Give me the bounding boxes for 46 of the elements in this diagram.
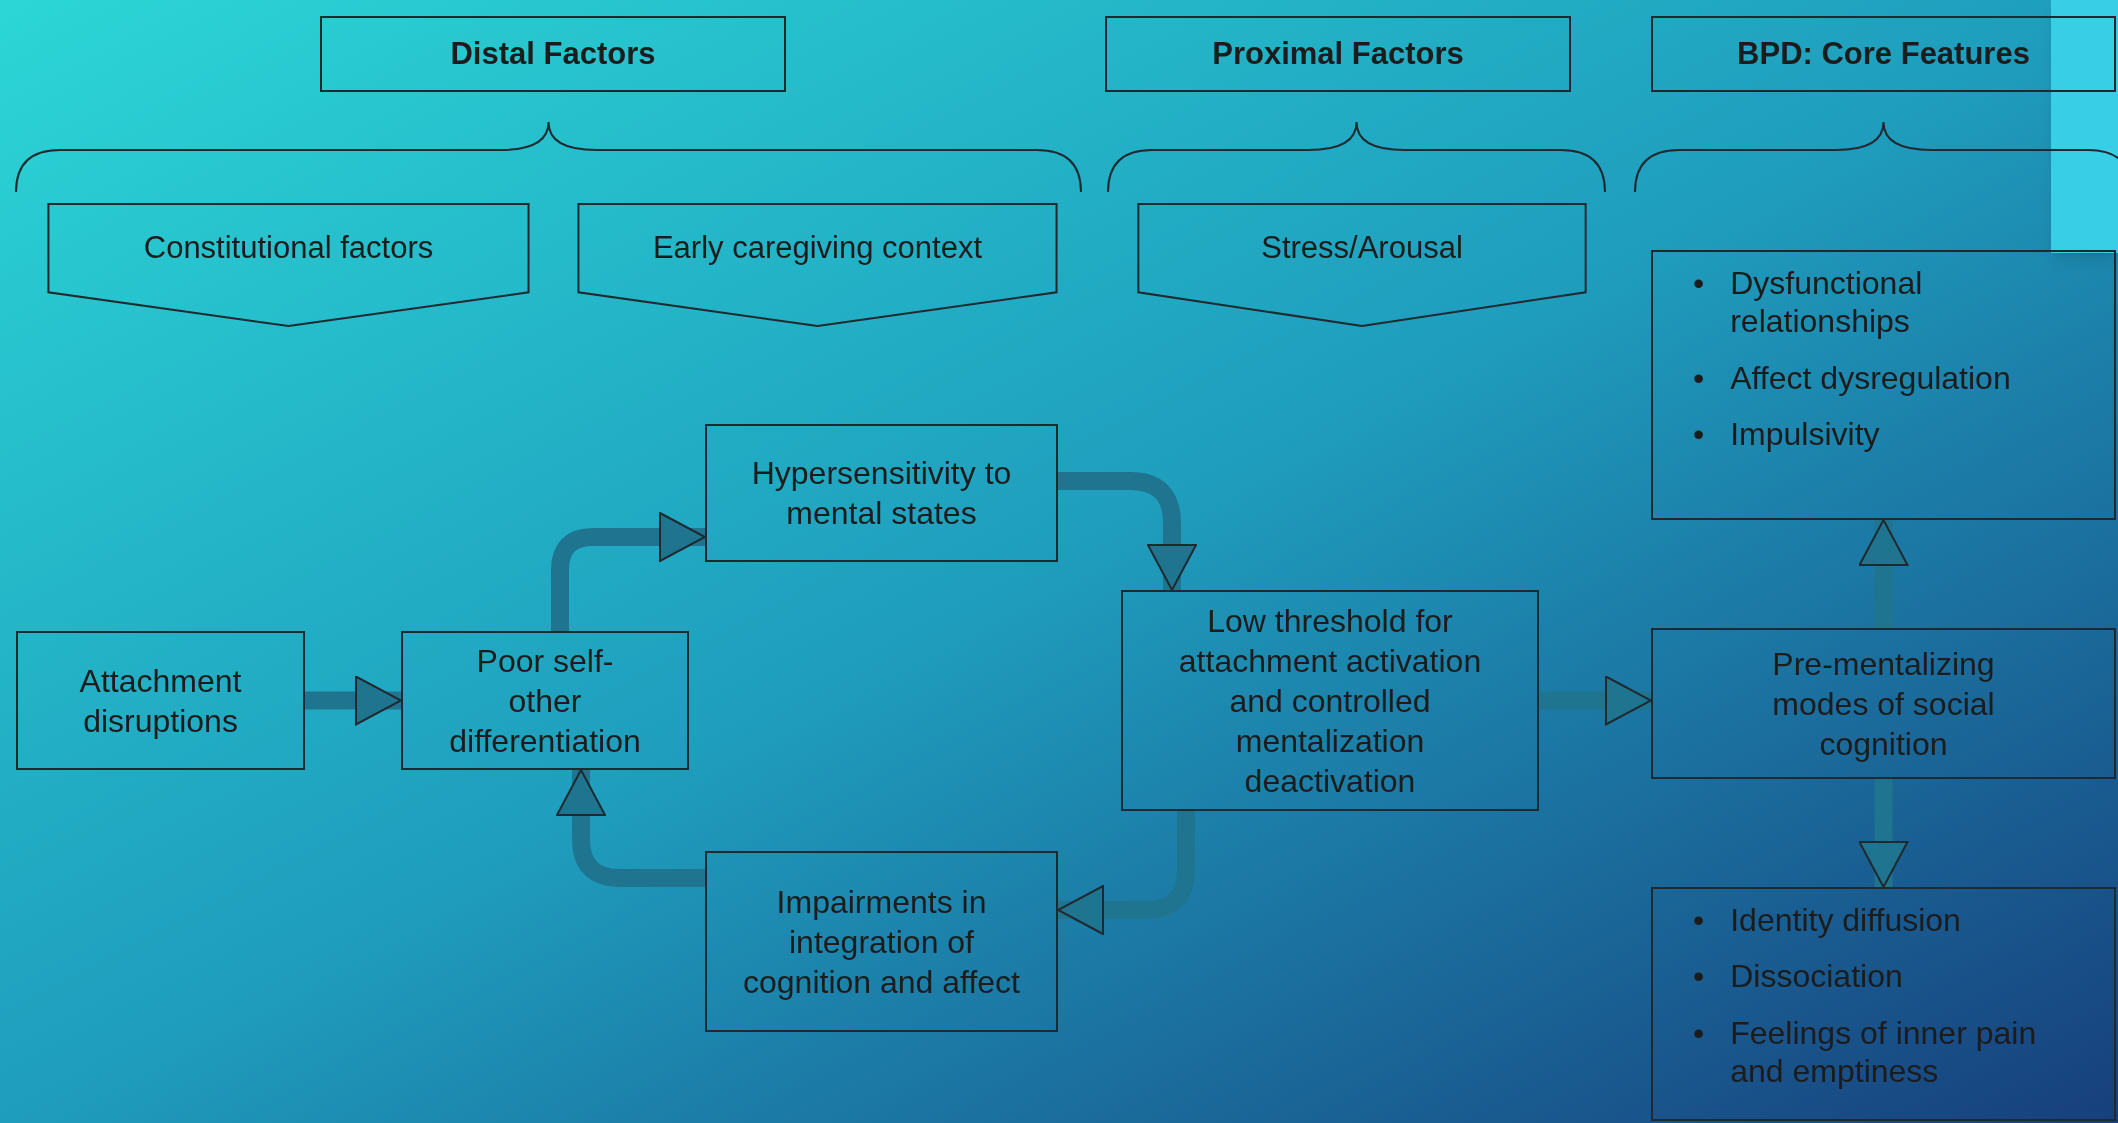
block-arrow bbox=[551, 512, 706, 631]
list-item: Dissociation bbox=[1730, 957, 1903, 996]
bullet-list-box bbox=[1651, 887, 2116, 1121]
block-arrow bbox=[1858, 519, 1909, 628]
process-box bbox=[401, 631, 689, 770]
chevron-shape bbox=[1137, 203, 1587, 327]
bullet: • bbox=[1693, 358, 1705, 398]
block-arrow bbox=[305, 675, 402, 726]
list-item: Identity diffusion bbox=[1730, 901, 1961, 940]
process-box bbox=[1651, 628, 2116, 779]
bullet: • bbox=[1693, 264, 1705, 303]
bullet: • bbox=[1693, 901, 1705, 940]
node-text: Attachment disruptions bbox=[78, 661, 243, 741]
block-arrow bbox=[556, 769, 705, 887]
process-box bbox=[705, 851, 1058, 1032]
bullet: • bbox=[1693, 415, 1705, 454]
process-box bbox=[16, 631, 305, 770]
process-box bbox=[705, 424, 1058, 562]
node-text: Poor self-other differentiation bbox=[448, 641, 642, 761]
node-text: Low threshold for attachment activation and controlled mentalization deactivation bbox=[1177, 601, 1483, 801]
header-box bbox=[320, 16, 786, 92]
bullet: • bbox=[1693, 957, 1705, 996]
bullet-list-box bbox=[1651, 250, 2116, 520]
node-text: BPD: Core Features bbox=[1737, 34, 2030, 73]
chevron-shape bbox=[577, 203, 1058, 327]
list-item: Affect dysregulation bbox=[1730, 358, 2011, 398]
list-item: Feelings of inner pain and emptiness bbox=[1730, 1013, 2038, 1091]
node-text: Hypersensitivity to mental states bbox=[750, 454, 1013, 533]
process-box bbox=[1121, 590, 1539, 811]
node-text: Constitutional factors bbox=[143, 229, 434, 266]
header-box bbox=[1105, 16, 1571, 92]
node-text: Pre-mentalizing modes of social cognition bbox=[1771, 644, 1996, 764]
chevron-shape bbox=[47, 203, 530, 327]
list-item: Impulsivity bbox=[1730, 415, 1880, 454]
block-arrow bbox=[1858, 779, 1909, 888]
header-box bbox=[1651, 16, 2116, 92]
node-text: Impairments in integration of cognition and affect bbox=[743, 882, 1020, 1002]
block-arrow bbox=[1539, 675, 1652, 726]
node-text: Stress/Arousal bbox=[1261, 229, 1463, 266]
list-item: Dysfunctional relationships bbox=[1730, 264, 1924, 341]
block-arrow bbox=[1057, 811, 1195, 935]
block-arrow bbox=[1058, 472, 1197, 591]
node-text: Early caregiving context bbox=[652, 229, 983, 266]
bullet: • bbox=[1693, 1013, 1705, 1053]
node-text: Distal Factors bbox=[450, 34, 656, 73]
node-text: Proximal Factors bbox=[1212, 34, 1464, 73]
